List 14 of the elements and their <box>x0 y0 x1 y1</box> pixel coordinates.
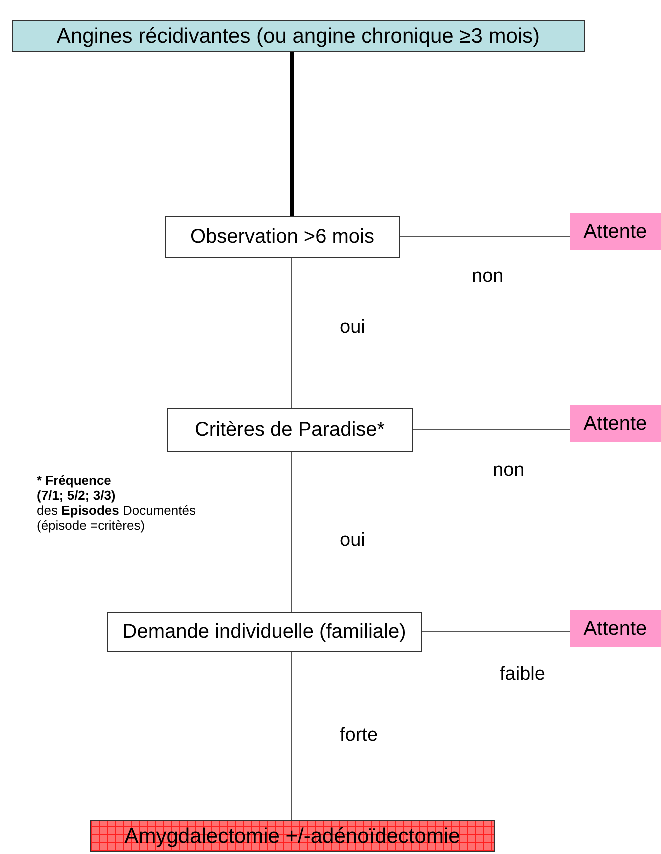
footnote-text: (épisode =critères) <box>37 518 146 533</box>
outcome-box: Attente <box>570 213 661 250</box>
final-box: Amygdalectomie +/-adénoïdectomie <box>90 820 495 852</box>
start-box: Angines récidivantes (ou angine chronique ≥3 mois) <box>12 20 585 52</box>
process-box: Critères de Paradise* <box>167 408 413 452</box>
outcome-box: Attente <box>570 610 661 647</box>
connector-line <box>290 52 294 216</box>
connector-line <box>400 236 570 238</box>
process-box: Demande individuelle (familiale) <box>107 612 422 652</box>
footnote-text: des Episodes Documentés <box>37 503 196 518</box>
outcome-box: Attente <box>570 405 661 442</box>
process-box: Observation >6 mois <box>165 216 400 258</box>
footnote-text: (7/1; 5/2; 3/3) <box>37 488 117 503</box>
footnote-text: * Fréquence <box>37 473 112 488</box>
